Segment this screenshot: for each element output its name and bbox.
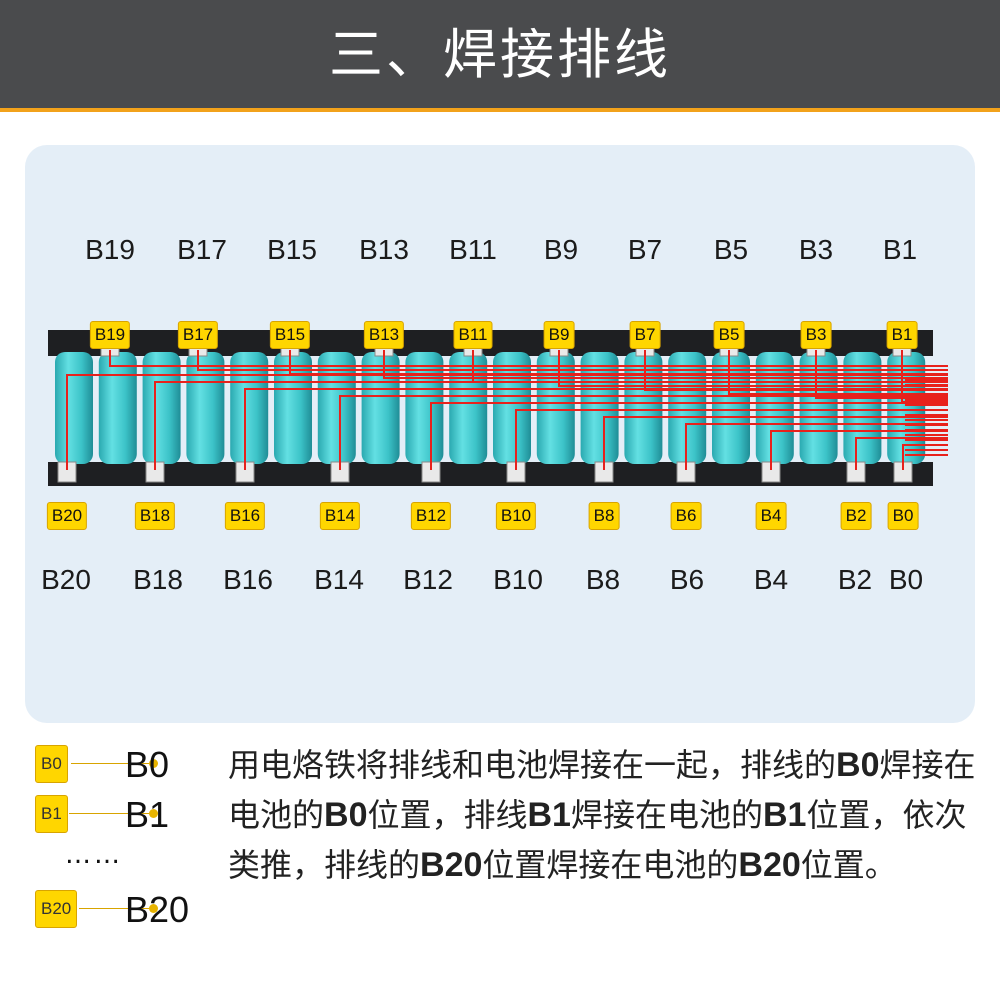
bottom-label-b10: B10: [493, 564, 543, 595]
battery-cell: [230, 352, 269, 464]
tag-b12: B12: [410, 502, 452, 530]
tag-b18: B18: [134, 502, 176, 530]
wire: [383, 350, 948, 379]
legend-name-b0: B0: [125, 744, 170, 785]
legend-dot: [149, 809, 158, 818]
bottom-holder: [48, 462, 933, 486]
tag-b3: B3: [800, 321, 832, 349]
top-label-b7: B7: [627, 234, 663, 265]
wire: [603, 416, 948, 470]
battery-cell: [361, 352, 400, 464]
battery-cell: [536, 352, 575, 464]
wire: [197, 350, 948, 371]
battery-cell: [887, 352, 926, 464]
tag-b20: B20: [46, 502, 88, 530]
tag-b4: B4: [755, 502, 787, 530]
battery-cell: [712, 352, 750, 464]
battery-cell: [493, 352, 531, 464]
wire: [430, 402, 948, 470]
battery-cell: [580, 352, 619, 464]
legend-dot: [149, 759, 158, 768]
header-bar: 三、焊接排线: [0, 0, 1000, 112]
bottom-label-b8: B8: [585, 564, 621, 595]
battery-cell: [843, 352, 882, 464]
wire: [815, 350, 948, 399]
wire: [109, 350, 948, 367]
top-label-b19: B19: [85, 234, 135, 265]
instruction-text: 用电烙铁将排线和电池焊接在一起，排线的B0焊接在电池的B0位置，排线B1焊接在电…: [228, 746, 976, 884]
top-label-b3: B3: [798, 234, 834, 265]
tag-b1: B1: [886, 321, 918, 349]
bottom-label-b0: B0: [888, 564, 924, 595]
battery-cell: [98, 352, 137, 464]
bottom-label-b16: B16: [223, 564, 273, 595]
bottom-label-b14: B14: [314, 564, 364, 595]
legend-ellipsis: ……: [65, 840, 123, 870]
bottom-label-b4: B4: [753, 564, 789, 595]
tag-b17: B17: [177, 321, 219, 349]
legend-line: [71, 763, 153, 764]
battery-cell: [799, 352, 838, 464]
tag-b15: B15: [269, 321, 311, 349]
wire: [558, 350, 948, 387]
tag-b13: B13: [363, 321, 405, 349]
battery-cells: [55, 352, 926, 464]
wire: [154, 381, 948, 470]
wire: [685, 423, 948, 470]
top-label-b17: B17: [177, 234, 227, 265]
wire-harness: [66, 350, 948, 470]
legend-name-b20: B20: [125, 889, 190, 930]
top-label-b13: B13: [359, 234, 409, 265]
wire: [515, 409, 948, 470]
tag-b5: B5: [713, 321, 745, 349]
bottom-label-b20: B20: [41, 564, 91, 595]
legend-line: [79, 908, 153, 909]
legend-tag-b20: B20: [35, 890, 78, 928]
battery-cell: [668, 352, 707, 464]
tag-b2: B2: [840, 502, 872, 530]
wire: [339, 395, 948, 470]
wire: [244, 388, 948, 470]
wire: [728, 350, 948, 395]
tag-b19: B19: [89, 321, 131, 349]
battery-cell: [317, 352, 356, 464]
wire: [66, 374, 948, 470]
tag-b8: B8: [588, 502, 620, 530]
tag-b14: B14: [319, 502, 361, 530]
battery-cell: [186, 352, 225, 464]
battery-cell: [55, 352, 93, 464]
tag-b16: B16: [224, 502, 266, 530]
top-label-b5: B5: [713, 234, 749, 265]
tag-b10: B10: [495, 502, 537, 530]
battery-cell: [405, 352, 444, 464]
top-label-b11: B11: [449, 234, 497, 265]
battery-cell: [274, 352, 312, 464]
bottom-label-b6: B6: [669, 564, 705, 595]
tag-b11: B11: [453, 321, 493, 349]
battery-cell: [624, 352, 663, 464]
battery-cell: [449, 352, 488, 464]
legend-name-b1: B1: [125, 794, 170, 835]
legend-tag-b0: B0: [35, 745, 68, 783]
wire: [770, 430, 948, 470]
legend-tag-b1: B1: [35, 795, 68, 833]
legend-line: [69, 813, 153, 814]
bottom-label-b2: B2: [837, 564, 873, 595]
tag-b9: B9: [543, 321, 575, 349]
wire: [855, 437, 948, 470]
bottom-label-b18: B18: [133, 564, 183, 595]
battery-cell: [142, 352, 181, 464]
battery-cell: [755, 352, 794, 464]
tag-b7: B7: [629, 321, 661, 349]
bottom-label-b12: B12: [403, 564, 453, 595]
top-label-b9: B9: [543, 234, 579, 265]
legend-dot: [149, 904, 158, 913]
top-label-b1: B1: [882, 234, 918, 265]
top-label-b15: B15: [267, 234, 317, 265]
tag-b6: B6: [670, 502, 702, 530]
page-title: 三、焊接排线: [329, 23, 671, 86]
tag-b0: B0: [887, 502, 919, 530]
